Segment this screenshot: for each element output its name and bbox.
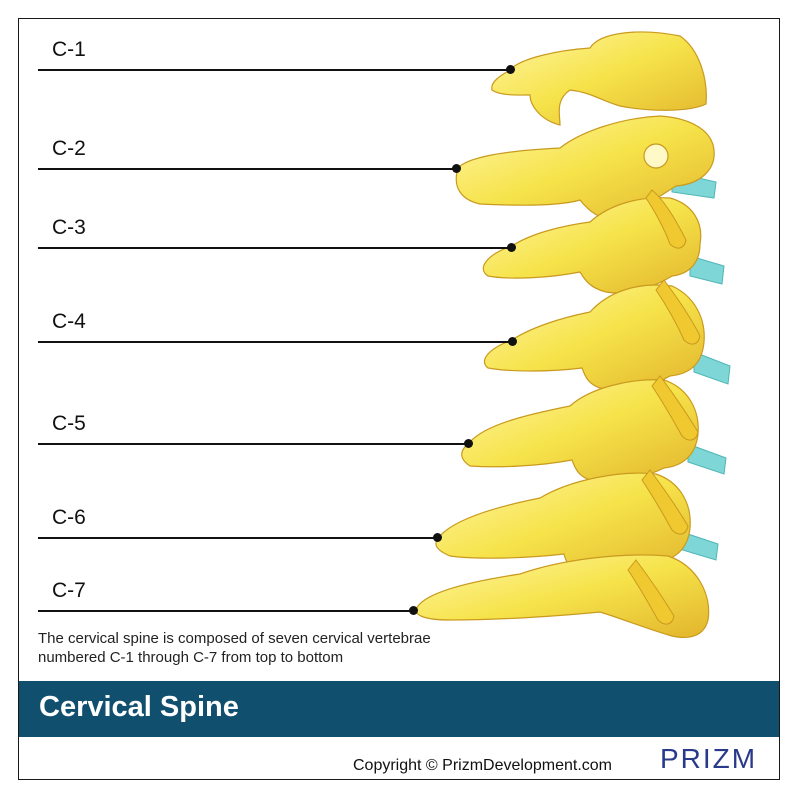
leader-dot-c6 [433, 533, 442, 542]
leader-dot-c7 [409, 606, 418, 615]
title-banner: Cervical Spine [19, 681, 779, 737]
leader-line-c5 [38, 443, 468, 445]
leader-dot-c2 [452, 164, 461, 173]
label-c3: C-3 [52, 216, 86, 239]
caption-line-2: numbered C-1 through C-7 from top to bot… [38, 649, 344, 666]
caption-line-1: The cervical spine is composed of seven … [38, 630, 431, 647]
leader-dot-c3 [507, 243, 516, 252]
leader-line-c6 [38, 537, 436, 539]
leader-line-c2 [38, 168, 456, 170]
foramen-transversarium-c2 [643, 143, 669, 169]
leader-dot-c1 [506, 65, 515, 74]
leader-line-c1 [38, 69, 512, 71]
prizm-logo: PRIZM [660, 743, 757, 775]
vertebra-c4 [483, 284, 705, 391]
leader-dot-c4 [508, 337, 517, 346]
leader-line-c4 [38, 341, 512, 343]
vertebra-c5 [461, 379, 699, 482]
caption: The cervical spine is composed of seven … [38, 629, 431, 667]
label-c2: C-2 [52, 137, 86, 160]
copyright-text: Copyright © PrizmDevelopment.com [353, 757, 612, 774]
label-c6: C-6 [52, 506, 86, 529]
label-c7: C-7 [52, 579, 86, 602]
vertebra-c7 [415, 554, 710, 639]
vertebra-c1 [491, 31, 707, 126]
page-title: Cervical Spine [39, 691, 239, 723]
label-c1: C-1 [52, 38, 86, 61]
leader-line-c7 [38, 610, 414, 612]
leader-line-c3 [38, 247, 512, 249]
label-c4: C-4 [52, 310, 86, 333]
articular-processes [627, 189, 701, 625]
logo-text: PRIZM [660, 743, 758, 774]
leader-dot-c5 [464, 439, 473, 448]
vertebra-c3 [482, 197, 702, 294]
label-c5: C-5 [52, 412, 86, 435]
vertebrae [415, 31, 715, 639]
